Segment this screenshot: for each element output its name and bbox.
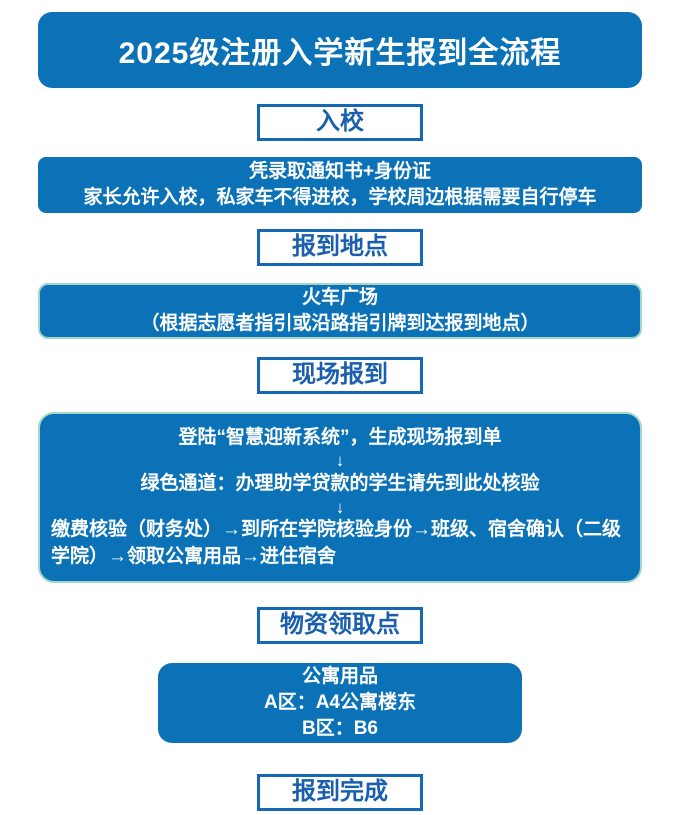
step-label-onsite-text: 现场报到 [292, 361, 388, 389]
step-label-supplies: 物资领取点 [257, 607, 423, 644]
title-banner: 2025级注册入学新生报到全流程 [38, 12, 642, 88]
step-label-done-text: 报到完成 [292, 778, 388, 806]
down-arrow-icon: ↓ [335, 497, 345, 517]
entry-requirements-line2: 家长允许入校，私家车不得进校，学校周边根据需要自行停车 [83, 187, 597, 208]
page-title: 2025级注册入学新生报到全流程 [118, 37, 562, 70]
step-label-location-text: 报到地点 [292, 233, 388, 261]
step-label-supplies-text: 物资领取点 [280, 611, 400, 639]
checkin-step2: 绿色通道：办理助学贷款的学生请先到此处核验 [140, 473, 540, 495]
apartment-supplies-line1: 公寓用品 [301, 665, 378, 687]
report-location-line1: 火车广场 [301, 286, 378, 308]
down-arrow-icon: ↓ [335, 451, 345, 471]
entry-requirements-box: 凭录取通知书+身份证 家长允许入校，私家车不得进校，学校周边根据需要自行停车 [38, 157, 642, 213]
entry-requirements-line1: 凭录取通知书+身份证 [248, 160, 432, 182]
apartment-supplies-box: 公寓用品 A区：A4公寓楼东 B区：B6 [158, 663, 522, 743]
apartment-supplies-line2: A区：A4公寓楼东 [263, 691, 416, 713]
report-location-box: 火车广场 （根据志愿者指引或沿路指引牌到达报到地点） [38, 283, 642, 339]
checkin-step3: 缴费核验（财务处）→到所在学院核验身份→班级、宿舍确认（二级学院）→领取公寓用品… [51, 519, 622, 567]
step-label-location: 报到地点 [257, 229, 423, 266]
apartment-supplies-line3: B区：B6 [301, 718, 378, 740]
report-location-line2: （根据志愿者指引或沿路指引牌到达报到地点） [140, 313, 540, 334]
step-label-onsite: 现场报到 [257, 357, 423, 394]
step-label-enter-text: 入校 [316, 108, 364, 136]
step-label-enter: 入校 [257, 104, 423, 141]
step-label-done: 报到完成 [257, 774, 423, 811]
onsite-checkin-box: 登陆“智慧迎新系统”，生成现场报到单 ↓ 绿色通道：办理助学贷款的学生请先到此处… [38, 412, 642, 583]
checkin-step1: 登陆“智慧迎新系统”，生成现场报到单 [178, 427, 502, 449]
